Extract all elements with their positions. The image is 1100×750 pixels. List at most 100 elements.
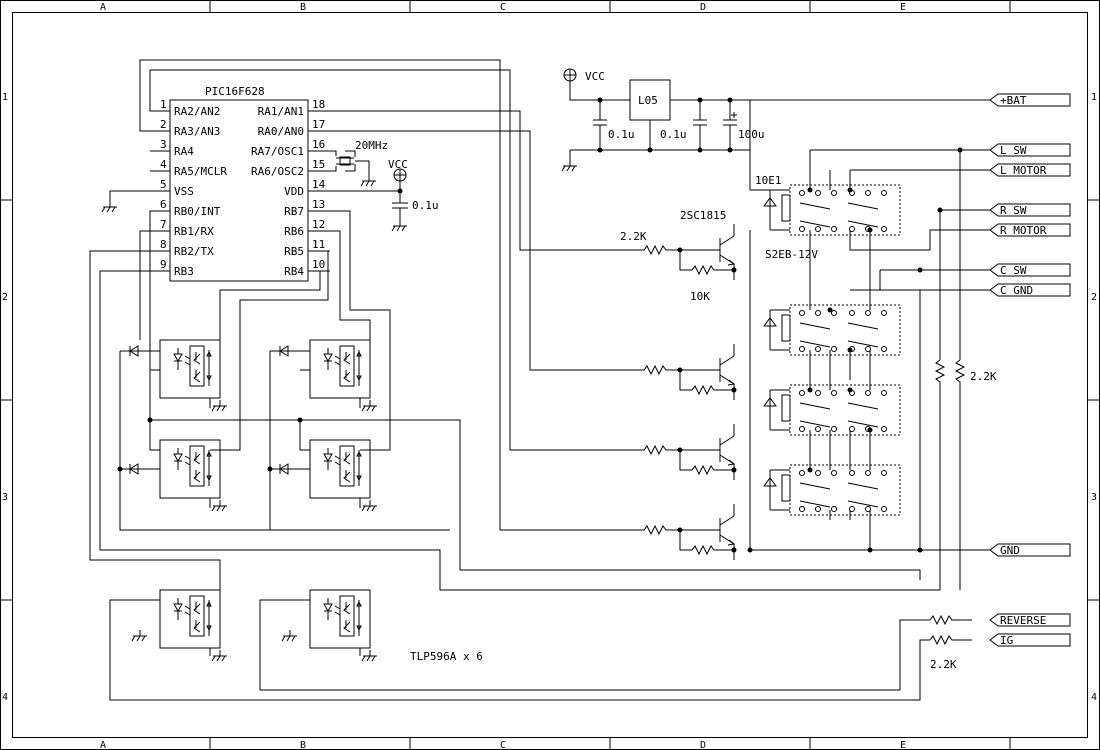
border-row-label: 3 [2, 492, 8, 503]
border-col-label: E [900, 740, 906, 750]
pin-label: RA5/MCLR [174, 165, 227, 178]
pin-number: 9 [160, 258, 167, 271]
opto-5 [159, 589, 221, 649]
pull-resistor-label: 10K [690, 290, 710, 303]
border-col-label: E [900, 2, 906, 13]
transistor-2 [711, 343, 735, 401]
border-row-label: 2 [2, 292, 8, 303]
pin-number: 8 [160, 238, 167, 251]
transistor-label: 2SC1815 [680, 209, 726, 222]
pin-number: 15 [312, 158, 325, 171]
opto-4 [309, 439, 371, 499]
regulator-label: L05 [638, 94, 658, 107]
pic16f628-chip: PIC16F628 1RA2/AN22RA3/AN33RA44RA5/MCLR5… [150, 85, 330, 282]
vcc-reg-label: VCC [585, 70, 605, 83]
opto-label: TLP596A x 6 [410, 650, 483, 663]
opto-6 [309, 589, 371, 649]
crystal-label: 20MHz [355, 139, 388, 152]
border-row-label: 4 [2, 692, 8, 703]
pin-label: RB7 [284, 205, 304, 218]
vcc-mcu-label: VCC [388, 158, 408, 171]
pin-number: 18 [312, 98, 325, 111]
pin-number: 2 [160, 118, 167, 131]
pin-label: RB2/TX [174, 245, 214, 258]
connector-label: REVERSE [1000, 614, 1046, 627]
border-row-label: 1 [2, 92, 8, 103]
crystal: 20MHz [308, 139, 388, 187]
border-col-label: B [300, 740, 306, 750]
diode-label: 10E1 [755, 174, 782, 187]
pin-number: 3 [160, 138, 167, 151]
connector-label: GND [1000, 544, 1020, 557]
pin-label: RA4 [174, 145, 194, 158]
border-col-label: A [100, 2, 106, 13]
pin-label: RB5 [284, 245, 304, 258]
relay-1 [781, 184, 901, 236]
pin-number: 11 [312, 238, 325, 251]
pin-label: RA0/AN0 [258, 125, 304, 138]
connector-label: C_GND [1000, 284, 1033, 297]
pin-label: RB0/INT [174, 205, 221, 218]
relay-label: S2EB-12V [765, 248, 818, 261]
cap2-label: 0.1u [660, 128, 687, 141]
pin-label: VDD [284, 185, 304, 198]
transistor-4 [711, 503, 735, 561]
connector-label: L_MOTOR [1000, 164, 1047, 177]
bottom-resistor-label: 2.2K [930, 658, 957, 671]
border-col-label: D [700, 2, 706, 13]
pin-label: RA2/AN2 [174, 105, 220, 118]
transistor-1 [711, 223, 735, 281]
pin-label: VSS [174, 185, 194, 198]
pin-number: 14 [312, 178, 326, 191]
connector-label: +BAT [1000, 94, 1027, 107]
border-row-label: 2 [1091, 292, 1097, 303]
pin-number: 4 [160, 158, 167, 171]
optocouplers: TLP596A x 6 2.2K [109, 339, 972, 701]
pin-label: RB6 [284, 225, 304, 238]
border-col-label: C [500, 740, 506, 750]
pin-number: 1 [160, 98, 167, 111]
border-col-label: D [700, 740, 706, 750]
border-row-label: 4 [1091, 692, 1097, 703]
cap-mcu-label: 0.1u [412, 199, 439, 212]
connector-column: +BAT L_SW L_MOTOR R_SW R_MOTOR C_SW C_GND GND RE… [989, 93, 1071, 647]
pin-label: RA3/AN3 [174, 125, 220, 138]
connector-label: IG [1000, 634, 1013, 647]
pin-label: RB4 [284, 265, 304, 278]
pin-label: RB1/RX [174, 225, 214, 238]
opto-1 [159, 339, 221, 399]
relay-4 [781, 464, 901, 516]
connector-label: L_SW [1000, 144, 1027, 157]
connector-label: C_SW [1000, 264, 1027, 277]
pin-label: RA7/OSC1 [251, 145, 304, 158]
pin-label: RB3 [174, 265, 194, 278]
opto-2 [309, 339, 371, 399]
border-col-label: B [300, 2, 306, 13]
pin-number: 16 [312, 138, 325, 151]
pin-number: 13 [312, 198, 325, 211]
border-row-label: 3 [1091, 492, 1097, 503]
border-col-label: C [500, 2, 506, 13]
pin-number: 6 [160, 198, 167, 211]
pin-label: RA1/AN1 [258, 105, 304, 118]
pin-number: 17 [312, 118, 325, 131]
right-resistor-label: 2.2K [970, 370, 997, 383]
connector-label: R_MOTOR [1000, 224, 1047, 237]
pin-number: 7 [160, 218, 167, 231]
relay-3 [781, 384, 901, 436]
connector-label: R_SW [1000, 204, 1027, 217]
transistor-3 [711, 423, 735, 481]
vss-ground [101, 190, 170, 213]
cap3-label: 100u [738, 128, 765, 141]
pin-number: 12 [312, 218, 325, 231]
relay-bank: S2EB-12V 10E1 2SC1815 2.2K 10K 2.2K [620, 100, 997, 590]
opto-3 [159, 439, 221, 499]
mcu-vdd: VCC 0.1u [308, 158, 439, 232]
border-col-label: A [100, 740, 106, 750]
relay-2 [781, 304, 901, 356]
mcu-wiring [89, 59, 941, 600]
pin-number: 10 [312, 258, 325, 271]
pin-label: RA6/OSC2 [251, 165, 304, 178]
